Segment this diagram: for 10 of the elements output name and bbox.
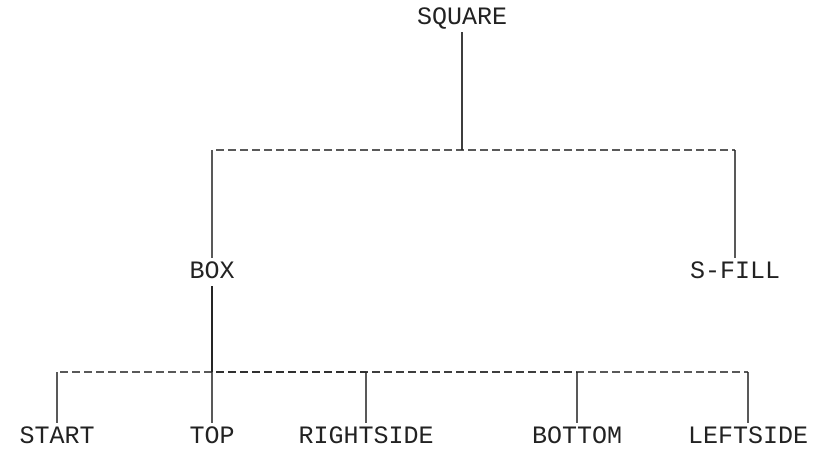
node-label: BOTTOM [532,424,622,450]
node-label: BOX [190,259,234,285]
node-label: SQUARE [417,5,507,31]
node-label: START [20,424,94,450]
node-label: TOP [190,424,234,450]
node-label: LEFTSIDE [688,424,808,450]
node-label: RIGHTSIDE [298,424,434,450]
tree-connector [211,285,749,424]
node-label: S-FILL [690,259,780,285]
tree-connector [461,31,736,259]
